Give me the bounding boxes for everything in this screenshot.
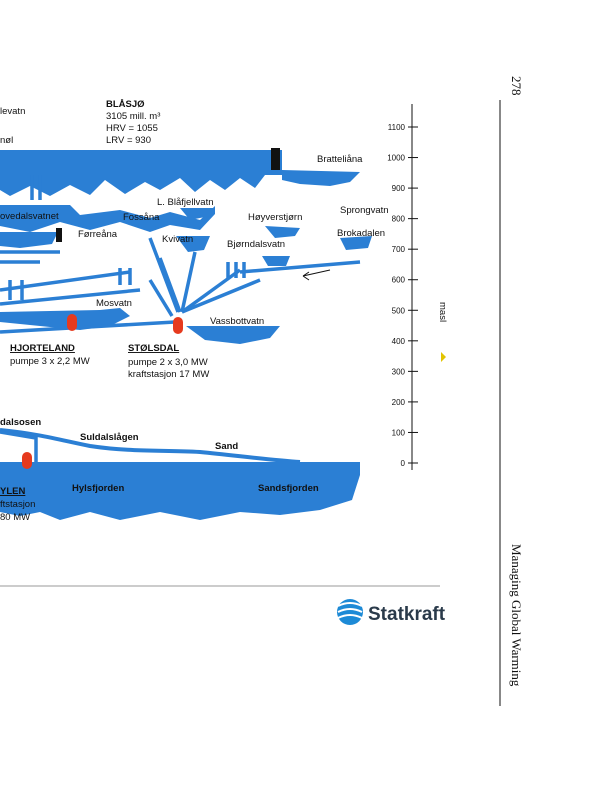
blasjo-hrv: HRV = 1055 (106, 123, 158, 134)
tick-label: 1000 (387, 154, 405, 163)
ylen-station (22, 452, 32, 469)
shaft-b (118, 268, 132, 285)
axis-label: masl (437, 302, 448, 322)
label-brokadalen: Brokadalen (337, 228, 385, 239)
tick-label: 800 (392, 215, 406, 224)
kvivatn-basin (176, 236, 210, 252)
middle-band (0, 205, 215, 232)
hjorteland-station (67, 314, 77, 331)
kvivatn-shaft (148, 237, 197, 313)
label-sprongvatn: Sprongvatn (340, 205, 389, 216)
statkraft-wordmark: Statkraft (368, 604, 446, 625)
label-mosvatn: Mosvatn (96, 298, 132, 309)
blasjo-dam (271, 148, 280, 170)
left-tunnel-2 (0, 288, 141, 306)
label-bjorndalsvatn: Bjørndalsvatn (227, 239, 285, 250)
flow-arrow-icon (302, 269, 331, 281)
label-fossana: Fossåna (123, 212, 160, 223)
ylen-name: YLEN (0, 486, 25, 497)
stolsdal-name: STØLSDAL (128, 343, 179, 354)
tick-label: 300 (392, 367, 406, 376)
tick-label: 700 (392, 245, 406, 254)
l-blafjellvatn-basin (180, 208, 215, 220)
label-ovedalsvatnet: ovedalsvatnet (0, 211, 59, 222)
label-kvivatn: Kvivatn (162, 234, 193, 245)
tick-label: 900 (392, 184, 406, 193)
tick-label: 0 (401, 459, 406, 468)
hjorteland-desc: pumpe 3 x 2,2 MW (10, 356, 90, 367)
blasjo-volume: 3105 mill. m³ (106, 111, 160, 122)
hoyverstjorn-basin (265, 226, 300, 238)
ovedalsvatnet-dam (56, 228, 62, 242)
lower-tunnel (0, 320, 176, 334)
dalsosen-channel (0, 430, 38, 462)
stolsdal-feeder-3 (148, 279, 174, 317)
hjorteland-name: HJORTELAND (10, 343, 75, 354)
left-pipe-upper (30, 175, 42, 200)
label-sandsfjorden: Sandsfjorden (258, 483, 319, 494)
mosvatn-basin (0, 308, 130, 330)
stolsdal-station (173, 317, 183, 334)
forreana-tunnel (0, 270, 131, 292)
ylen-desc2: 80 MW (0, 512, 30, 523)
label-l-blafjellvatn: L. Blåfjellvatn (157, 197, 214, 208)
left-tunnel-1 (0, 250, 60, 264)
bjorndalsvatn-tunnel (239, 260, 361, 274)
brokadalen-basin (340, 236, 372, 250)
stolsdal-desc2: kraftstasjon 17 MW (128, 369, 209, 380)
label-forreana: Førreåna (78, 229, 118, 240)
ovedalsvatnet-basin (0, 232, 58, 248)
tick-label: 600 (392, 276, 406, 285)
tick-label: 400 (392, 337, 406, 346)
tick-label: 200 (392, 398, 406, 407)
fjord (0, 462, 360, 520)
label-hylsfjorden: Hylsfjorden (72, 483, 124, 494)
tick-label: 500 (392, 306, 406, 315)
stolsdal-feeder-1 (180, 268, 242, 314)
shaft-a (8, 280, 24, 300)
suldalslagen-river (0, 428, 301, 464)
bjorndalsvatn-basin (262, 256, 290, 266)
label-vassbottvatn: Vassbottvatn (210, 316, 264, 327)
blasjo-reservoir (0, 150, 282, 196)
tick-label: 1100 (388, 123, 406, 132)
label-hoyverstjorn: Høyverstjørn (248, 212, 302, 223)
bratteliana-basin (282, 170, 360, 186)
ylen-desc1: ftstasjon (0, 499, 35, 510)
label-top-left-2: nøl (0, 135, 13, 146)
label-bratteliana: Bratteliåna (317, 154, 363, 165)
label-suldalslagen: Suldalslågen (80, 432, 139, 443)
label-top-left-1: levatn (0, 106, 25, 117)
blasjo-name: BLÅSJØ (106, 99, 145, 110)
stolsdal-desc1: pumpe 2 x 3,0 MW (128, 357, 208, 368)
statkraft-logo-icon (337, 599, 363, 625)
vassbottvatn-basin (186, 326, 280, 344)
label-sand: Sand (215, 441, 238, 452)
blasjo-lrv: LRV = 930 (106, 135, 151, 146)
stolsdal-feeder-2 (181, 278, 261, 314)
page-number: 278 (509, 76, 524, 96)
label-dalsosen: dalsosen (0, 417, 41, 428)
tick-label: 100 (392, 428, 406, 437)
shaft-c (226, 262, 246, 278)
yellow-arrow-icon (441, 352, 446, 362)
running-title: Managing Global Warming (509, 544, 524, 687)
